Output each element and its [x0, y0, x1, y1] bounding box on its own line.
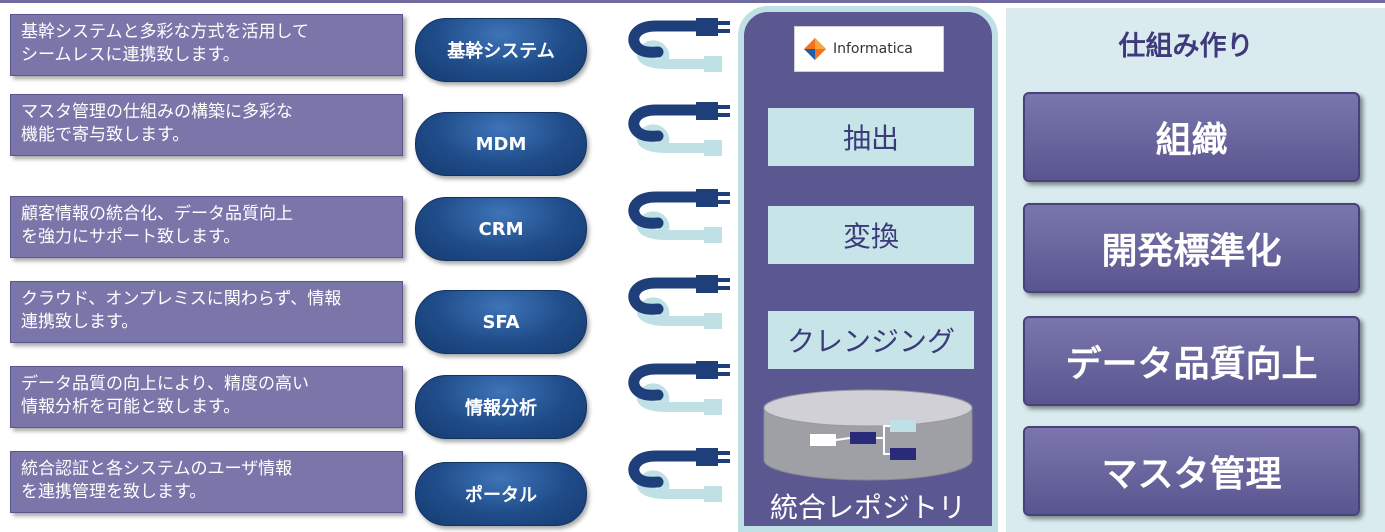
connector-plug-icon	[628, 361, 730, 415]
system-description: データ品質の向上により、精度の高い 情報分析を可能と致します。	[10, 366, 403, 428]
connector-plug-icon	[628, 189, 730, 243]
step-extract: 抽出	[768, 108, 974, 166]
framework-title: 仕組み作り	[1118, 31, 1254, 62]
connector-plug-icon	[628, 102, 730, 156]
repository-label: 統合レポジトリ	[769, 491, 966, 524]
system-description: 基幹システムと多彩な方式を活用して シームレスに連携致します。	[10, 14, 403, 76]
database-cylinder-icon	[763, 389, 973, 481]
connector-plug-icon	[628, 18, 730, 72]
system-pill-kikan: 基幹システム	[415, 18, 587, 82]
top-divider	[0, 0, 1385, 3]
system-pill-analysis: 情報分析	[415, 375, 587, 439]
connector-plug-icon	[628, 448, 730, 502]
system-description: マスタ管理の仕組みの構築に多彩な 機能で寄与致します。	[10, 94, 403, 156]
system-pill-portal: ポータル	[415, 462, 587, 526]
logo-text: Informatica	[833, 41, 913, 57]
connector-plug-icon	[628, 275, 730, 329]
framework-item-dev-standardization: 開発標準化	[1023, 203, 1360, 293]
step-cleansing: クレンジング	[768, 311, 974, 369]
system-pill-sfa: SFA	[415, 290, 587, 354]
system-description: 顧客情報の統合化、データ品質向上 を強力にサポート致します。	[10, 196, 403, 258]
framework-item-organization: 組織	[1023, 92, 1360, 182]
informatica-logo: Informatica	[794, 26, 944, 72]
system-pill-crm: CRM	[415, 197, 587, 261]
framework-item-data-quality: データ品質向上	[1023, 316, 1360, 406]
framework-item-master-management: マスタ管理	[1023, 426, 1360, 516]
step-transform: 変換	[768, 206, 974, 264]
system-pill-mdm: MDM	[415, 112, 587, 176]
system-description: クラウド、オンプレミスに関わらず、情報 連携致します。	[10, 281, 403, 343]
informatica-diamond-icon	[804, 38, 826, 60]
system-description: 統合認証と各システムのユーザ情報 を連携管理を致します。	[10, 451, 403, 513]
